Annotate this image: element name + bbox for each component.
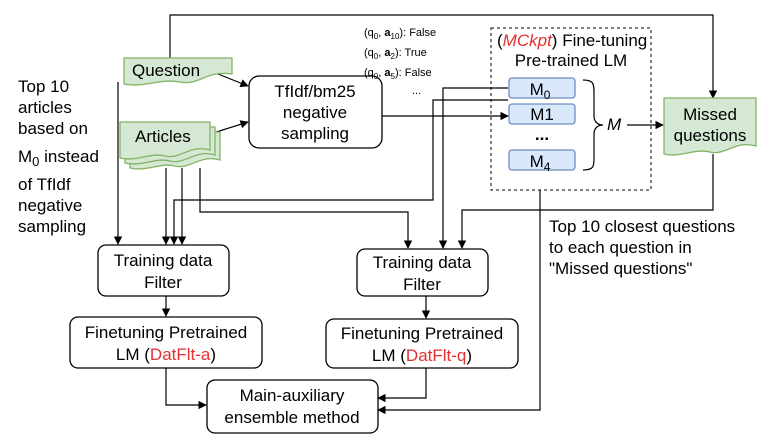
svg-text:"Missed questions": "Missed questions" <box>549 259 692 278</box>
sample-row: (q0, a2): True <box>364 47 427 61</box>
svg-text:negative: negative <box>18 196 82 215</box>
svg-text:Finetuning Pretrained: Finetuning Pretrained <box>85 323 248 342</box>
svg-text:Finetuning Pretrained: Finetuning Pretrained <box>341 324 504 343</box>
model-m1: M1 <box>508 103 576 125</box>
ensemble-symbol: M <box>607 115 622 134</box>
svg-text:Training data: Training data <box>114 251 213 270</box>
samples-ellipsis: ... <box>412 85 421 97</box>
tfidf-line-3: sampling <box>281 124 349 143</box>
articles-node: Articles <box>119 121 221 170</box>
tfidf-node: TfIdf/bm25 negative sampling <box>248 75 383 149</box>
missed-line-2: questions <box>674 126 747 145</box>
mckpt-container: (MCkpt) Fine-tuning Pre-trained LM <box>490 27 652 191</box>
svg-text:articles: articles <box>18 98 72 117</box>
edge-question-to-missed <box>169 14 718 99</box>
question-label: Question <box>132 61 200 80</box>
svg-text:sampling: sampling <box>18 217 86 236</box>
models-brace <box>582 79 604 171</box>
tfidf-line-1: TfIdf/bm25 <box>274 82 355 101</box>
svg-text:M0: M0 <box>530 80 551 102</box>
filter-a-node: Training data Filter <box>97 244 230 297</box>
svg-text:ensemble method: ensemble method <box>224 408 359 427</box>
svg-text:Top 10 closest questions: Top 10 closest questions <box>549 217 735 236</box>
edge-mckpt-to-main <box>377 190 541 415</box>
edge-articles-to-tfidf <box>212 120 249 134</box>
missed-line-1: Missed <box>683 105 737 124</box>
negative-samples: (q0, a10): False (q0, a2): True (q0, a5)… <box>364 27 436 97</box>
right-annotation: Top 10 closest questions to each questio… <box>549 217 735 278</box>
filter-q-node: Training data Filter <box>356 248 489 297</box>
finetune-q-node: Finetuning Pretrained LM (DatFlt-q) <box>325 318 519 369</box>
svg-text:Filter: Filter <box>144 273 182 292</box>
missed-questions-node: Missed questions <box>663 97 757 156</box>
edge-m0-to-filter-q <box>438 87 508 249</box>
svg-text:based on: based on <box>18 119 88 138</box>
sample-row: (q0, a10): False <box>364 27 436 41</box>
mckpt-title: (MCkpt) Fine-tuning <box>497 31 647 50</box>
model-m4: M4 <box>508 149 576 174</box>
question-node: Question <box>123 57 233 86</box>
svg-text:M1: M1 <box>530 105 554 124</box>
articles-label: Articles <box>135 127 191 146</box>
svg-text:M4: M4 <box>530 152 551 174</box>
mckpt-subtitle: Pre-trained LM <box>515 51 627 70</box>
svg-text:LM (DatFlt-a): LM (DatFlt-a) <box>116 345 216 364</box>
edge-missed-to-filter-q <box>457 154 714 249</box>
svg-text:Filter: Filter <box>403 275 441 294</box>
edge-m0-to-filter-a <box>169 99 508 245</box>
edge-finetune-a-to-main <box>165 368 207 410</box>
model-m0: M0 <box>508 77 576 102</box>
edge-finetune-q-to-main <box>377 368 427 403</box>
model-ellipsis: ... <box>535 125 549 144</box>
svg-text:LM (DatFlt-q): LM (DatFlt-q) <box>372 346 472 365</box>
svg-text:Training data: Training data <box>373 253 472 272</box>
main-aux-node: Main-auxiliary ensemble method <box>206 379 379 434</box>
left-annotation: Top 10 articles based on M0 instead of T… <box>18 77 99 236</box>
sample-row: (q0, a5): False <box>364 67 432 81</box>
edge-articles-to-filter-q <box>199 168 413 249</box>
svg-text:M0 instead: M0 instead <box>18 147 99 169</box>
finetune-a-node: Finetuning Pretrained LM (DatFlt-a) <box>69 316 263 369</box>
tfidf-line-2: negative <box>283 103 347 122</box>
svg-text:of TfIdf: of TfIdf <box>18 175 71 194</box>
svg-text:Top 10: Top 10 <box>18 77 69 96</box>
svg-text:to each question in: to each question in <box>549 238 692 257</box>
svg-text:Main-auxiliary: Main-auxiliary <box>240 386 345 405</box>
